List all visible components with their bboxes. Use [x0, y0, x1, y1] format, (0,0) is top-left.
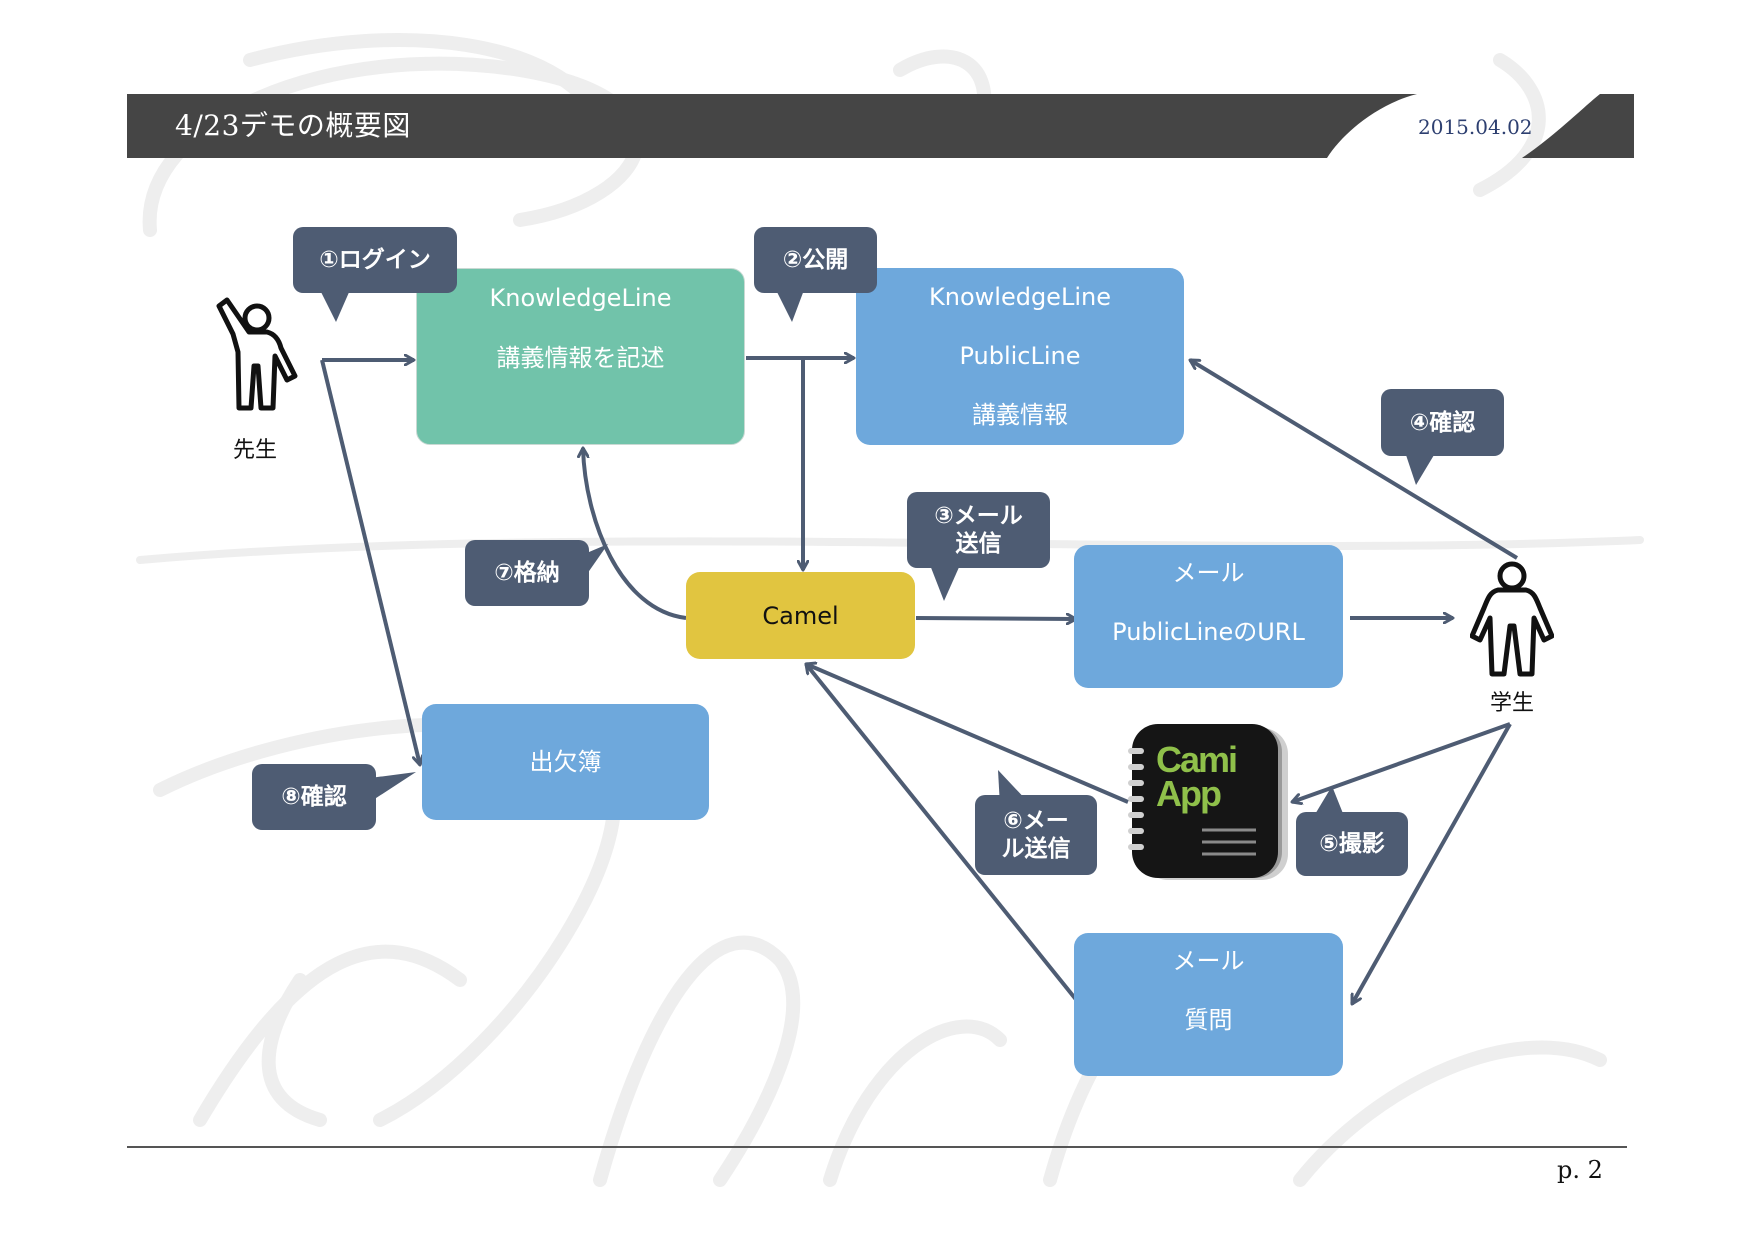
camiapp-text-2: App: [1156, 773, 1221, 814]
node-attendance[interactable]: 出欠簿: [422, 704, 709, 820]
callout-step8-confirm: ⑧確認: [252, 764, 376, 830]
callout-tail: [930, 565, 960, 601]
callout-step2-publish: ②公開: [754, 227, 877, 293]
node-line: PublicLineのURL: [1112, 618, 1305, 646]
callout-tail: [776, 290, 804, 322]
header-bar: [127, 94, 1634, 158]
footer-divider: [127, 1146, 1627, 1148]
callout-step3-send-mail: ③メール 送信: [907, 492, 1050, 568]
student-label: 学生: [1490, 691, 1535, 716]
callout-text: ル送信: [1001, 836, 1071, 862]
callout-tail: [320, 290, 350, 322]
callout-tail: [370, 772, 416, 802]
teacher-label: 先生: [233, 438, 278, 463]
node-line: メール: [1172, 559, 1245, 587]
slide-title: 4/23デモの概要図: [175, 109, 411, 142]
callout-text: ⑥メー: [1003, 808, 1069, 834]
callout-tail: [1314, 786, 1344, 816]
node-line: KnowledgeLine: [929, 283, 1111, 311]
callout-step1-login: ①ログイン: [293, 227, 457, 293]
callout-text: ⑧確認: [281, 784, 347, 810]
node-line: PublicLine: [959, 342, 1081, 370]
callout-step6-send-mail: ⑥メー ル送信: [975, 795, 1097, 875]
node-line: 講義情報: [972, 401, 1068, 429]
callout-step4-confirm: ④確認: [1381, 389, 1504, 456]
node-line: 出欠簿: [529, 748, 602, 776]
arrow-student-to-mail-question: [1350, 723, 1512, 1004]
page-number: p. 2: [1557, 1156, 1603, 1184]
node-knowledgeline-public[interactable]: KnowledgeLine PublicLine 講義情報: [856, 268, 1184, 445]
node-knowledgeline-write[interactable]: KnowledgeLine 講義情報を記述: [416, 268, 745, 445]
callout-text: ⑦格納: [494, 560, 560, 586]
callout-text: ④確認: [1409, 409, 1476, 436]
callout-text: 送信: [955, 531, 1002, 557]
node-line: メール: [1172, 947, 1245, 975]
student-icon: [1470, 561, 1554, 677]
arrow-mail-question-to-camel: [804, 664, 1080, 1004]
node-line: 講義情報を記述: [496, 344, 665, 372]
node-mail-url[interactable]: メール PublicLineのURL: [1074, 545, 1343, 688]
camiapp-text-1: Cami: [1156, 739, 1236, 780]
callout-text: ①ログイン: [319, 247, 431, 273]
node-line: 質問: [1184, 1006, 1233, 1034]
node-line: Camel: [762, 601, 839, 630]
arrow-student-to-camiapp: [1292, 722, 1511, 802]
arrow-student-to-public: [1190, 358, 1519, 560]
arrow-camel-to-mail-url: [915, 618, 1076, 619]
camiapp-graphic: Cami App: [1128, 724, 1288, 880]
callout-step5-capture: ⑤撮影: [1296, 812, 1408, 876]
slide-date: 2015.04.02: [1418, 115, 1533, 139]
node-mail-question[interactable]: メール 質問: [1074, 933, 1343, 1076]
callout-text: ②公開: [782, 247, 849, 273]
node-line: KnowledgeLine: [489, 284, 672, 312]
teacher-icon: [216, 297, 298, 411]
callout-text: ③メール: [934, 503, 1023, 529]
callout-tail: [1406, 455, 1434, 485]
arrow-teacher-to-attendance: [320, 359, 420, 765]
callout-step7-store: ⑦格納: [465, 540, 589, 606]
node-camel[interactable]: Camel: [686, 572, 915, 659]
callout-text: ⑤撮影: [1319, 831, 1385, 857]
arrow-camiapp-to-camel: [806, 664, 1129, 804]
arrow-camel-to-knowledgeline: [583, 448, 687, 620]
camiapp-notebook-icon[interactable]: Cami App: [1128, 722, 1290, 882]
